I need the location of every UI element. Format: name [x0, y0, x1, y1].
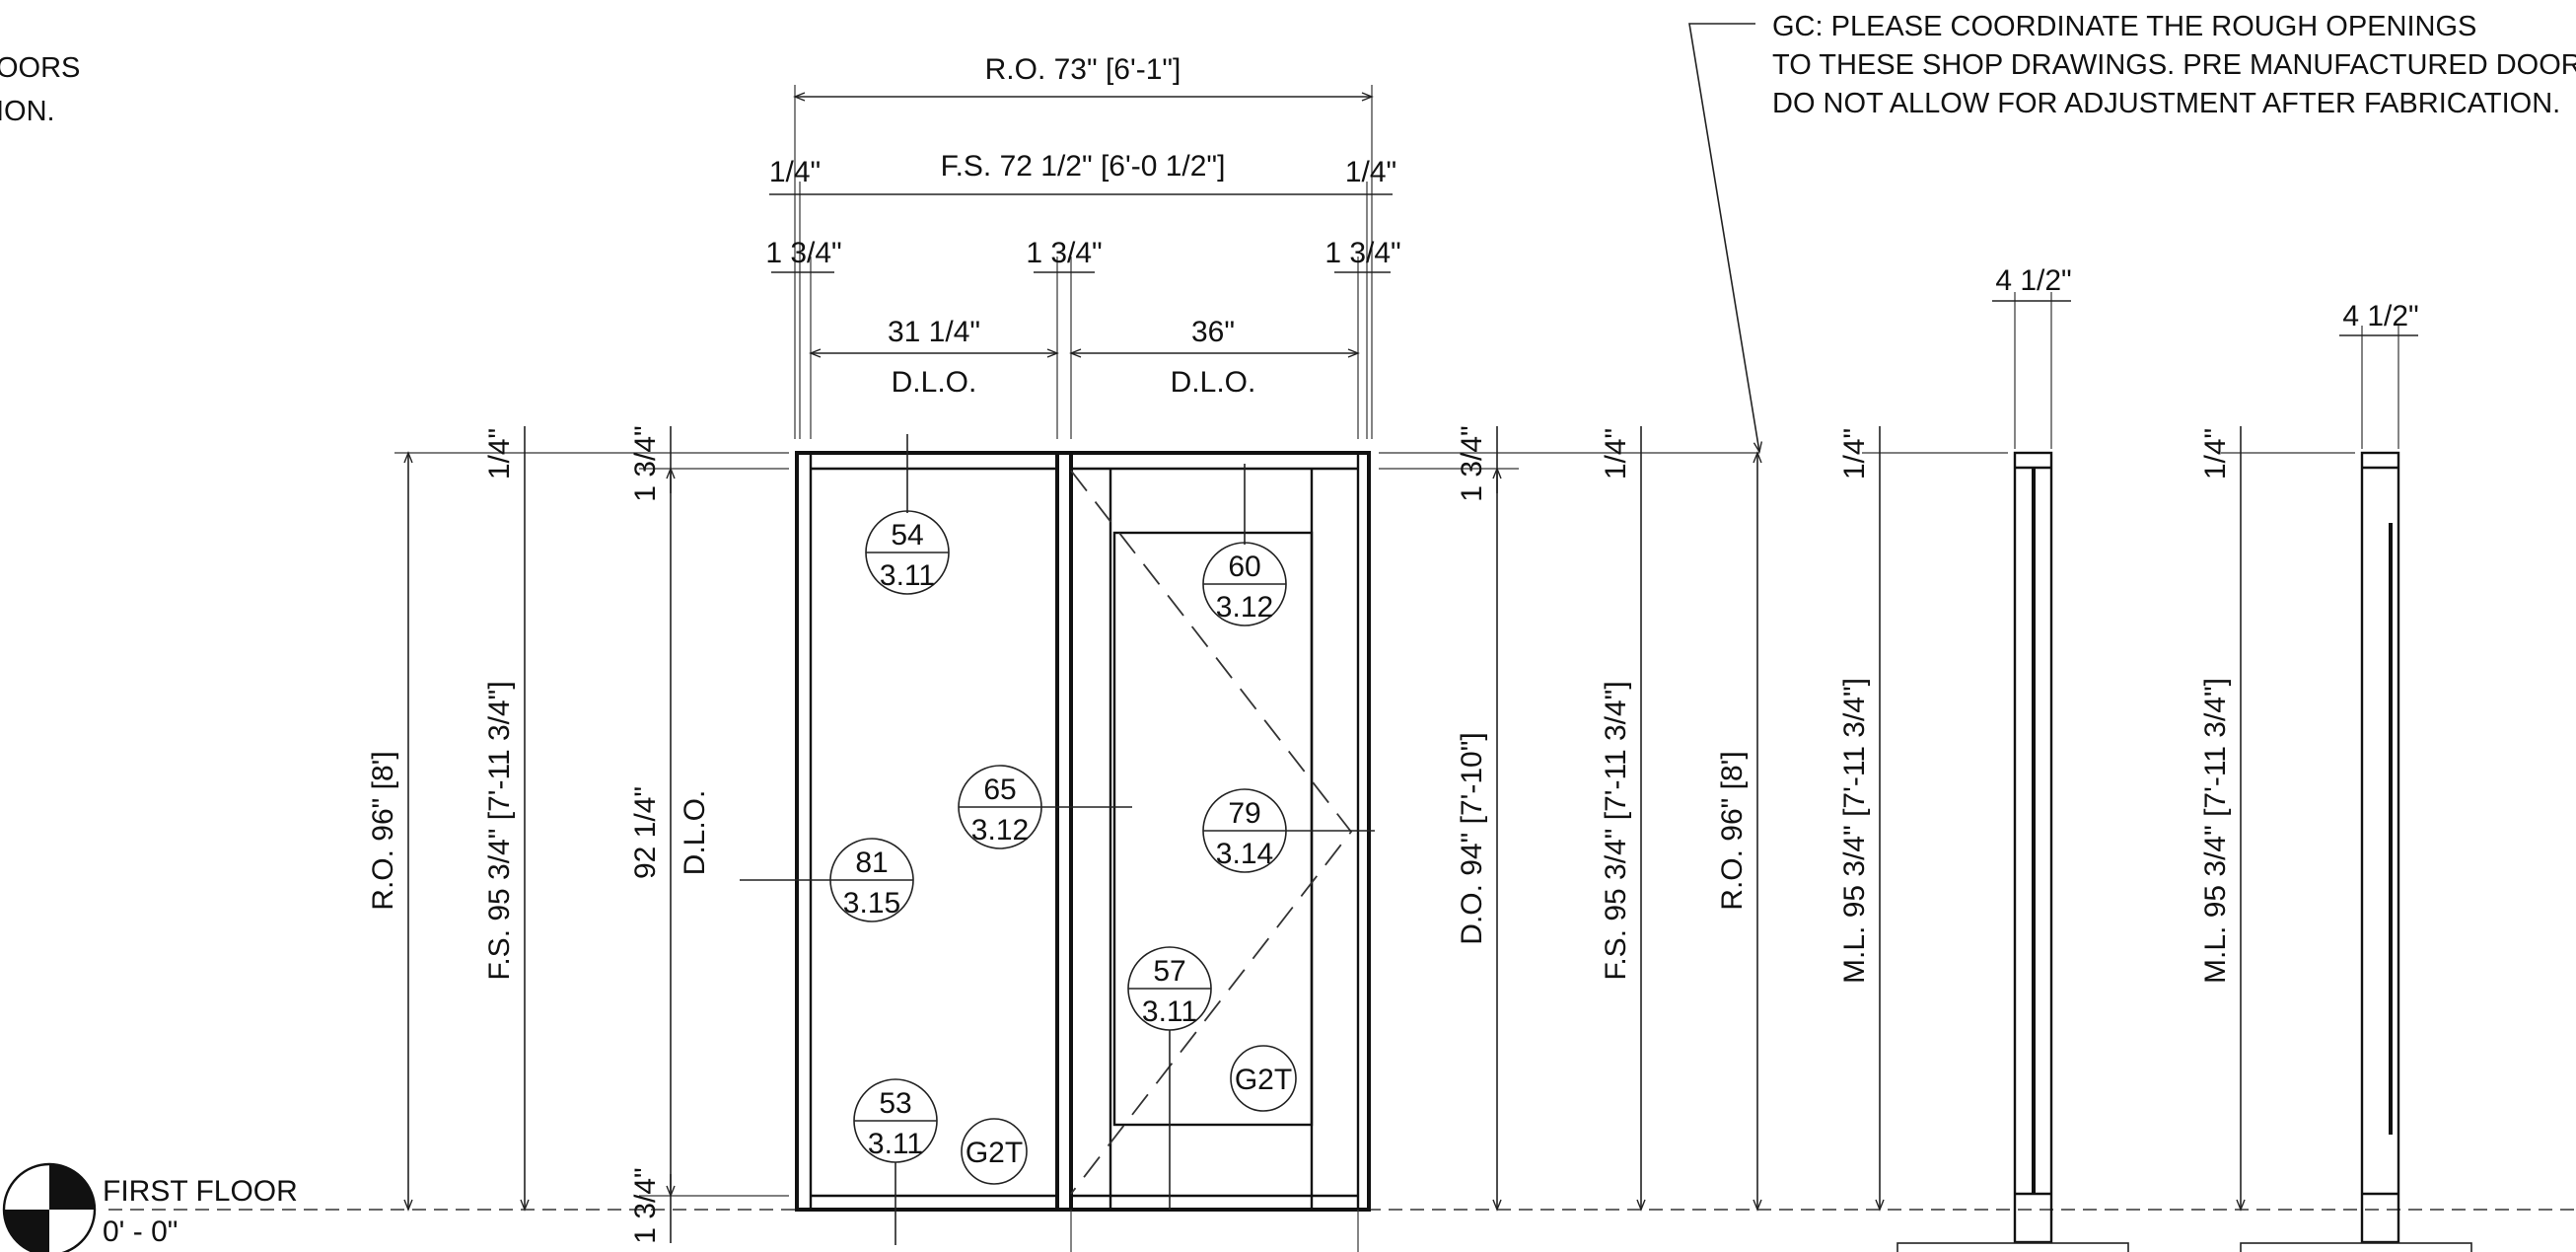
vertical-dimensions-left: R.O. 96" [8'] F.S. 95 3/4" [7'-11 3/4"] …	[367, 425, 789, 1244]
jamb-section-1: 4 1/2" 1/4" M.L. 95 3/4" [7'-11 3/4"]	[1838, 264, 2129, 1252]
callout-65-detail: 65	[983, 773, 1016, 806]
section-1-profile	[2013, 451, 2053, 1244]
gc-note-line-1: GC: PLEASE COORDINATE THE ROUGH OPENINGS	[1772, 11, 2476, 42]
fs-width-dim: F.S. 72 1/2" [6'-0 1/2"]	[941, 150, 1226, 183]
jamb-section-2: 4 1/2" 1/4" M.L. 95 3/4" [7'-11 3/4"]	[2199, 300, 2472, 1252]
fs-height-left-dim: F.S. 95 3/4" [7'-11 3/4"]	[483, 681, 516, 980]
level-elevation: 0' - 0"	[103, 1215, 178, 1248]
glass-tag-door: G2T	[1230, 1045, 1297, 1112]
callout-bubble-79: 79 3.14	[1202, 788, 1287, 873]
callout-65-sheet: 3.12	[971, 814, 1029, 847]
door-swing-indicator	[1070, 470, 1353, 1195]
frame-width-left-dim: 1 3/4"	[765, 237, 841, 269]
level-marker: FIRST FLOOR 0' - 0"	[2, 1162, 298, 1252]
glass-tag-door-label: G2T	[1235, 1064, 1292, 1096]
door-glass-lite	[1112, 531, 1314, 1127]
level-marker-quadrant-1	[49, 1164, 95, 1210]
quarter-top-left-dim: 1/4"	[483, 428, 516, 479]
callout-bubble-53: 53 3.11	[853, 1078, 938, 1163]
callout-79-detail: 79	[1228, 797, 1260, 830]
frame-width-right-dim: 1 3/4"	[1324, 237, 1400, 269]
left-note-fragment-1: OORS	[0, 52, 80, 84]
do-height-dim: D.O. 94" [7'-10"]	[1456, 732, 1488, 944]
glass-type-tags: G2T G2T	[961, 1045, 1297, 1185]
callout-57-detail: 57	[1153, 955, 1185, 988]
section-2-width-dim: 4 1/2"	[2342, 300, 2418, 332]
horizontal-dimensions: R.O. 73" [6'-1"] F.S. 72 1/2" [6'-0 1/2"…	[765, 53, 1401, 439]
quarter-top-right-dim: 1/4"	[1600, 428, 1632, 479]
callout-57-sheet: 3.11	[1142, 995, 1197, 1028]
callout-bubble-57: 57 3.11	[1127, 946, 1212, 1031]
dlo-right-width-label: D.L.O.	[1171, 366, 1256, 399]
quarter-inch-left-dim: 1/4"	[769, 156, 821, 188]
section-1-width-dim: 4 1/2"	[1995, 264, 2071, 297]
callout-60-detail: 60	[1228, 551, 1260, 583]
frame-width-mid-dim: 1 3/4"	[1026, 237, 1102, 269]
detail-callouts: 54 3.11 60 3.12 65 3.12 79 3.14	[740, 434, 1375, 1245]
ro-height-right-dim: R.O. 96" [8']	[1716, 751, 1749, 910]
dlo-height-dim: 92 1/4"	[629, 786, 662, 879]
frame-bottom-left-dim: 1 3/4"	[629, 1167, 662, 1243]
ro-width-dim: R.O. 73" [6'-1"]	[985, 53, 1181, 86]
section-2-label-box	[2240, 1242, 2472, 1252]
section-2-quarter-dim: 1/4"	[2199, 428, 2232, 479]
gc-note-line-3: DO NOT ALLOW FOR ADJUSTMENT AFTER FABRIC…	[1772, 88, 2560, 119]
ro-height-left-dim: R.O. 96" [8']	[367, 751, 399, 910]
gc-coordination-note: GC: PLEASE COORDINATE THE ROUGH OPENINGS…	[1688, 11, 2576, 454]
frame-top-left-dim: 1 3/4"	[629, 425, 662, 501]
level-marker-quadrant-2	[4, 1210, 49, 1252]
dlo-height-label: D.L.O.	[679, 790, 711, 876]
dlo-left-width-label: D.L.O.	[892, 366, 977, 399]
dlo-left-width-dim: 31 1/4"	[888, 316, 980, 348]
callout-60-sheet: 3.12	[1216, 591, 1273, 624]
left-note-fragment-2: ION.	[0, 96, 55, 127]
dlo-right-width-dim: 36"	[1191, 316, 1235, 348]
callout-79-sheet: 3.14	[1216, 838, 1273, 870]
callout-81-sheet: 3.15	[843, 887, 900, 920]
callout-81-detail: 81	[855, 847, 888, 879]
section-1-label-box	[1896, 1242, 2129, 1252]
callout-54-detail: 54	[891, 519, 923, 552]
callout-bubble-81: 81 3.15	[829, 838, 914, 922]
callout-53-sheet: 3.11	[868, 1128, 923, 1160]
callout-bubble-54: 54 3.11	[865, 510, 950, 595]
callout-54-sheet: 3.11	[880, 559, 935, 592]
section-2-ml-dim: M.L. 95 3/4" [7'-11 3/4"]	[2199, 678, 2232, 984]
vertical-dimensions-right: 1 3/4" D.O. 94" [7'-10"] 1/4" F.S. 95 3/…	[1379, 425, 1762, 1212]
callout-bubble-60: 60 3.12	[1202, 542, 1287, 626]
quarter-inch-right-dim: 1/4"	[1345, 156, 1396, 188]
callout-53-detail: 53	[879, 1087, 911, 1120]
gc-note-leader	[1688, 23, 1763, 454]
section-2-profile	[2360, 451, 2400, 1244]
frame-top-right-dim: 1 3/4"	[1456, 425, 1488, 501]
section-1-quarter-dim: 1/4"	[1838, 428, 1871, 479]
gc-note-line-2: TO THESE SHOP DRAWINGS. PRE MANUFACTURED…	[1772, 49, 2576, 81]
fs-height-right-dim: F.S. 95 3/4" [7'-11 3/4"]	[1600, 681, 1632, 980]
glass-tag-sidelite: G2T	[961, 1118, 1028, 1185]
callout-bubble-65: 65 3.12	[958, 765, 1042, 849]
glass-tag-sidelite-label: G2T	[966, 1137, 1023, 1169]
level-name: FIRST FLOOR	[103, 1175, 298, 1208]
section-1-ml-dim: M.L. 95 3/4" [7'-11 3/4"]	[1838, 678, 1871, 984]
